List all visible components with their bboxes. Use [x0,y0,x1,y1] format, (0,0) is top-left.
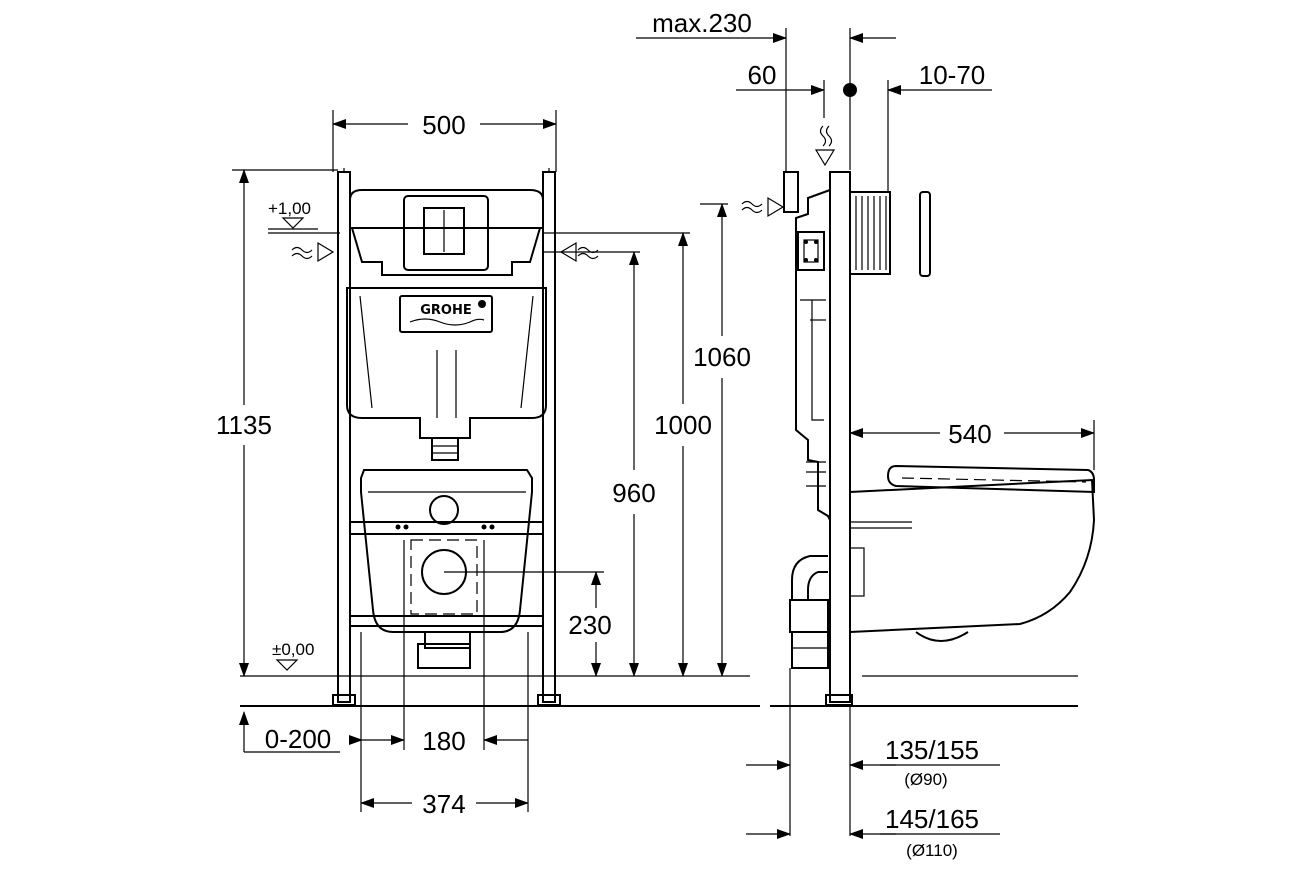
frame [332,168,561,706]
dimension-1135: 1135 [216,169,338,677]
flush-pipe [431,437,459,461]
dim-500-label: 500 [422,110,465,140]
water-inlet-left-icon [291,241,335,263]
dim-540-label: 540 [948,419,991,449]
dimension-0-200: 0-200 [239,711,363,754]
dimension-1060: 1060 [693,203,751,677]
dim-135-155-label: 135/155 [885,735,979,765]
side-water-inlet-icon [741,171,799,218]
axis-point-icon [843,83,857,97]
dimension-135-155: 135/155 (Ø90) [746,735,1000,789]
side-waste-pipe [789,555,829,669]
dim-374-label: 374 [422,789,465,819]
dim-1000-label: 1000 [654,410,712,440]
brand-registered-icon [478,300,486,308]
dimension-max-230: max.230 [636,8,896,172]
dimension-960: 960 [612,251,656,677]
dim-1060-label: 1060 [693,342,751,372]
dim-0-200-label: 0-200 [265,724,332,754]
dim-1135-label: 1135 [216,410,272,440]
side-water-supply-top-icon [814,125,836,167]
dim-max-230-label: max.230 [652,8,752,38]
dimension-180: 180 [362,540,528,756]
side-view: max.230 60 10-70 540 135 [636,8,1096,860]
front-view: GROHE [216,110,760,819]
side-flush-panel [849,191,931,277]
dia-110-label: (Ø110) [906,841,958,860]
side-frame [825,171,853,706]
cistern: GROHE [346,189,547,439]
dimension-10-70: 10-70 [843,60,992,192]
brand-plate [399,295,493,333]
level-top-label: +1,00 [268,199,311,218]
dimension-145-165: 145/165 (Ø110) [746,804,1000,860]
wc-pan-front [360,469,533,669]
flush-plate [919,191,931,277]
dimension-500: 500 [332,110,557,172]
dimension-1000: 1000 [654,232,712,677]
dim-145-165-label: 145/165 [885,804,979,834]
side-cistern [795,189,831,521]
level-marker-zero: ±0,00 [272,640,314,671]
dim-180-label: 180 [422,726,465,756]
dimension-540: 540 [849,419,1095,470]
level-zero-label: ±0,00 [272,640,314,659]
dim-10-70-label: 10-70 [919,60,986,90]
dimension-230: 230 [568,571,612,677]
dia-90-label: (Ø90) [904,770,947,789]
dimension-374: 374 [360,632,529,819]
side-wc-pan [849,464,1096,642]
dim-60-label: 60 [748,60,777,90]
dim-230-label: 230 [568,610,611,640]
dimension-60: 60 [736,60,825,118]
dim-960-label: 960 [612,478,655,508]
brand-logo-text: GROHE [420,303,472,318]
level-marker-top: +1,00 [268,199,340,234]
